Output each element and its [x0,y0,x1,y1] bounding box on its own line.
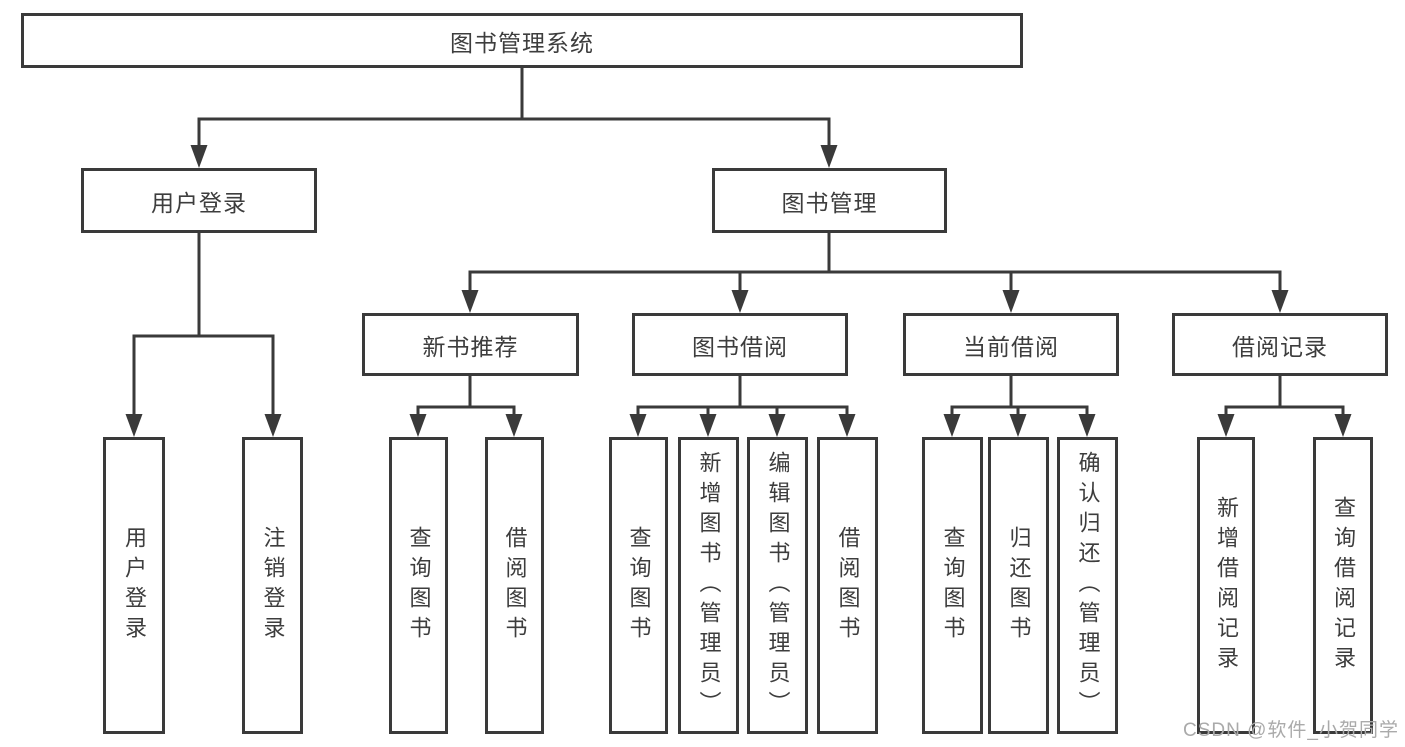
arrowhead-icon [264,414,282,437]
arrowhead-icon [125,414,143,437]
node-book-borrow: 图书借阅 [632,313,848,376]
arrowhead-icon [1334,414,1352,437]
node-label-leaf-cb-confirm: 确认归还（管理员） [1075,450,1101,721]
arrowhead-icon [461,290,479,313]
node-label-leaf-br-query: 查询借阅记录 [1331,495,1356,676]
node-label-leaf-bb-query: 查询图书 [626,525,652,646]
node-label-leaf-user-login: 用户登录 [122,525,147,646]
arrowhead-icon [1078,414,1096,437]
node-user-login: 用户登录 [81,168,317,233]
node-label-user-login: 用户登录 [151,189,247,216]
node-label-borrow-record: 借阅记录 [1232,333,1328,360]
arrowhead-icon [768,414,786,437]
watermark: CSDN @软件_小贺同学 [1183,720,1399,741]
node-leaf-rec-query: 查询图书 [389,437,448,734]
arrowhead-icon [1009,414,1027,437]
node-leaf-bb-edit: 编辑图书（管理员） [747,437,808,734]
node-label-leaf-bb-add: 新增图书（管理员） [696,450,722,721]
arrowhead-icon [1217,414,1235,437]
node-borrow-record: 借阅记录 [1172,313,1388,376]
node-leaf-br-query: 查询借阅记录 [1313,437,1373,734]
node-leaf-cb-return: 归还图书 [988,437,1049,734]
node-label-leaf-bb-edit: 编辑图书（管理员） [765,450,791,721]
node-label-leaf-rec-borrow: 借阅图书 [502,525,528,646]
node-label-root: 图书管理系统 [450,29,594,56]
arrowhead-icon [505,414,523,437]
node-current-borrow: 当前借阅 [903,313,1119,376]
node-leaf-logout: 注销登录 [242,437,303,734]
node-root: 图书管理系统 [21,13,1023,68]
node-leaf-bb-query: 查询图书 [609,437,668,734]
node-label-leaf-rec-query: 查询图书 [406,525,432,646]
node-label-leaf-logout: 注销登录 [260,525,286,646]
node-leaf-rec-borrow: 借阅图书 [485,437,544,734]
node-leaf-bb-borrow: 借阅图书 [817,437,878,734]
node-label-leaf-br-add: 新增借阅记录 [1214,495,1239,676]
node-label-leaf-cb-return: 归还图书 [1006,525,1032,646]
arrowhead-icon [699,414,717,437]
arrowhead-icon [1271,290,1289,313]
node-leaf-user-login: 用户登录 [103,437,165,734]
arrowhead-icon [731,290,749,313]
arrowhead-icon [190,145,208,168]
arrowhead-icon [838,414,856,437]
node-book-mgmt: 图书管理 [712,168,947,233]
node-leaf-bb-add: 新增图书（管理员） [678,437,739,734]
node-label-book-mgmt: 图书管理 [781,189,878,216]
node-label-new-book-rec: 新书推荐 [422,333,519,360]
node-leaf-br-add: 新增借阅记录 [1197,437,1255,734]
arrowhead-icon [629,414,647,437]
node-new-book-rec: 新书推荐 [362,313,579,376]
arrowhead-icon [1002,290,1020,313]
arrowhead-icon [943,414,961,437]
node-leaf-cb-confirm: 确认归还（管理员） [1057,437,1118,734]
arrowhead-icon [820,145,838,168]
arrowhead-icon [409,414,427,437]
node-label-leaf-cb-query: 查询图书 [940,525,966,646]
node-label-book-borrow: 图书借阅 [692,333,788,360]
node-label-current-borrow: 当前借阅 [963,333,1059,360]
node-label-leaf-bb-borrow: 借阅图书 [835,525,861,646]
node-leaf-cb-query: 查询图书 [922,437,983,734]
